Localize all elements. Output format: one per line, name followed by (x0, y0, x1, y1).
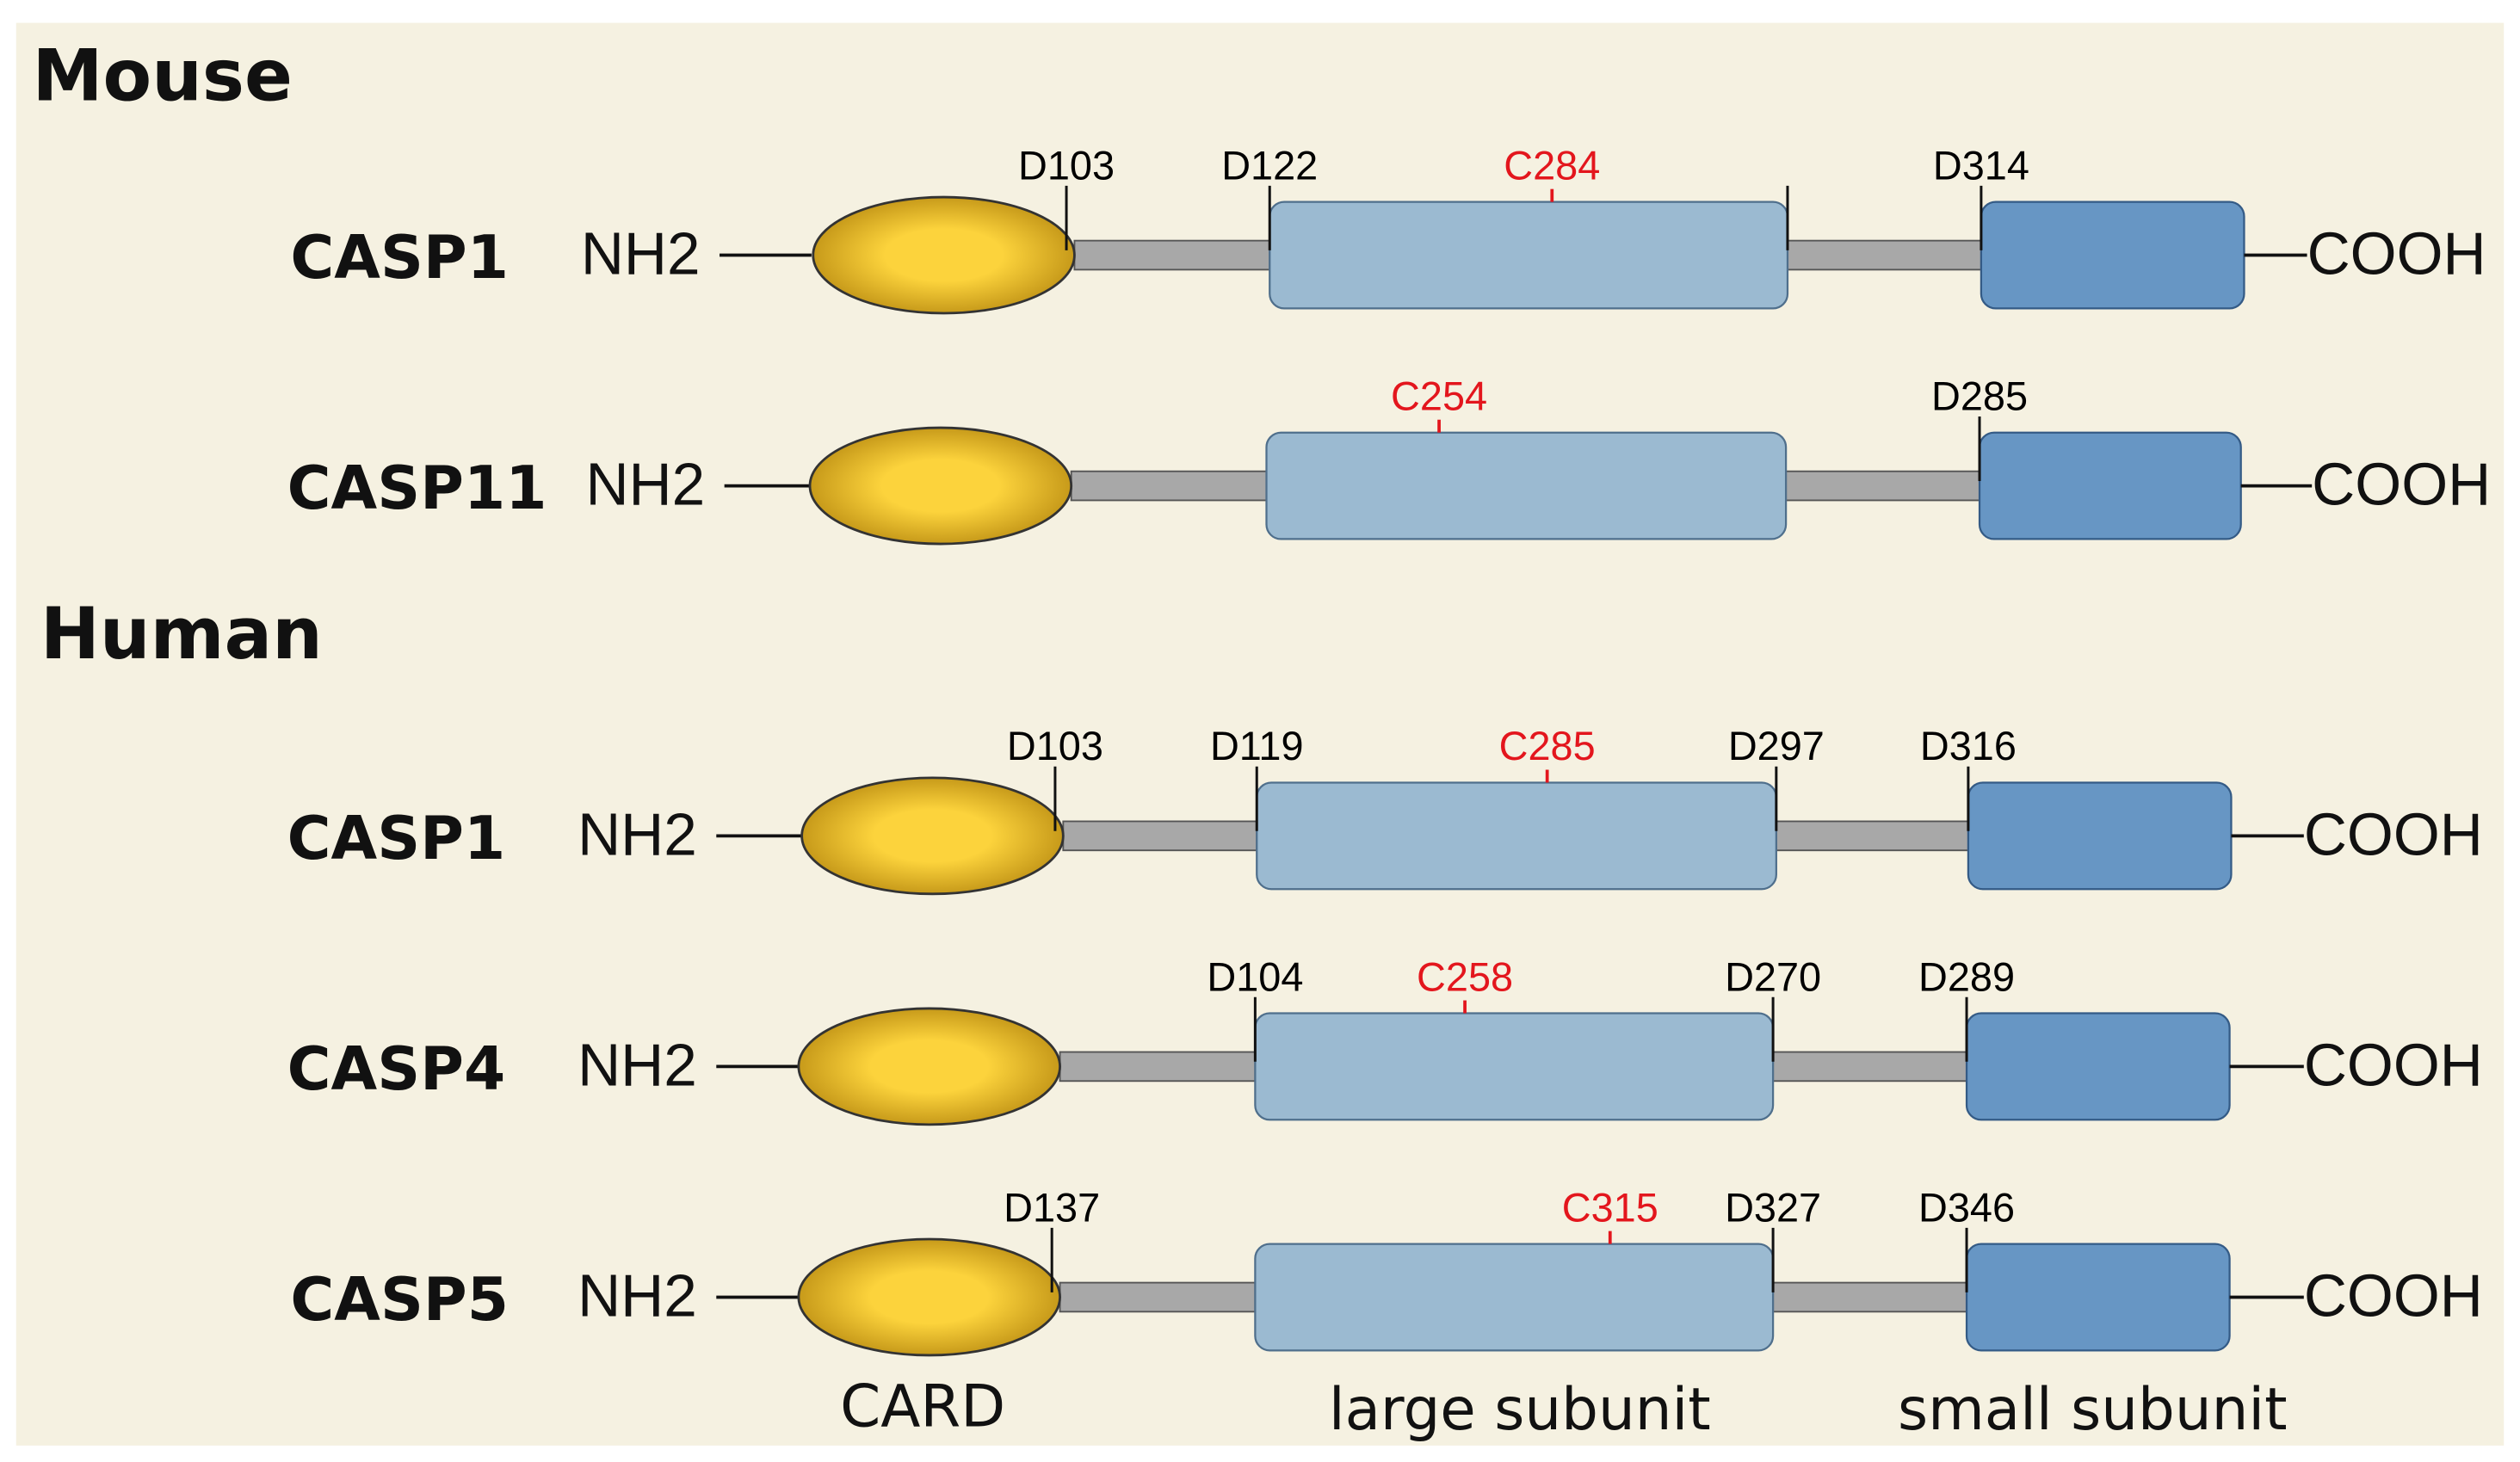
large-subunit (1254, 1012, 1775, 1121)
linker-1 (1070, 470, 1268, 502)
active-site-label: C285 (1499, 724, 1596, 768)
large-subunit (1256, 781, 1777, 891)
linker-1 (1062, 820, 1258, 852)
cleavage-site-label: D327 (1725, 1185, 1821, 1230)
linker-2 (1772, 1281, 1967, 1313)
cleavage-site-label: D297 (1728, 724, 1825, 768)
small-subunit (1965, 1012, 2231, 1121)
active-site-label: C315 (1562, 1185, 1658, 1230)
protein-name: CASP11 (287, 454, 547, 523)
card-domain (808, 426, 1073, 546)
cleavage-site-label: D119 (1210, 724, 1304, 768)
section-title-human: Human (40, 593, 323, 675)
large-subunit (1265, 431, 1788, 540)
cleavage-site-label: D289 (1918, 954, 2015, 999)
cleavage-site-label: D270 (1725, 954, 1821, 999)
protein-name: CASP4 (287, 1035, 506, 1104)
cleavage-site-label: D316 (1920, 724, 2017, 768)
cleavage-site-label: D103 (1018, 143, 1115, 188)
cleavage-site-label: D346 (1918, 1185, 2015, 1230)
card-domain (797, 1007, 1061, 1126)
section-title-mouse: Mouse (32, 35, 292, 118)
small-subunit (1965, 1243, 2231, 1352)
active-site-label: C254 (1391, 373, 1487, 418)
cleavage-site-label: D103 (1007, 724, 1103, 768)
small-subunit (1980, 200, 2245, 310)
linker-2 (1785, 470, 1980, 502)
n-terminus-label: NH2 (581, 220, 701, 287)
large-subunit (1254, 1243, 1775, 1352)
linker-1 (1073, 239, 1271, 271)
card-domain (812, 195, 1076, 315)
n-terminus-label: NH2 (585, 451, 705, 518)
linker-2 (1772, 1051, 1967, 1083)
n-terminus-label: NH2 (578, 800, 697, 867)
small-subunit (1967, 781, 2233, 891)
legend-card-label: CARD (840, 1372, 1005, 1440)
legend-large-subunit-label: large subunit (1329, 1375, 1711, 1443)
card-domain (800, 776, 1065, 896)
protein-name: CASP1 (290, 224, 509, 293)
linker-1 (1059, 1051, 1257, 1083)
protein-row-casp1: CASP1 NH2 COOH D103 D122 C284 D314 (290, 143, 2486, 315)
c-terminus-label: COOH (2304, 800, 2483, 867)
domain-legend: CARD large subunit small subunit (840, 1372, 2287, 1443)
protein-row-casp1: CASP1 NH2 COOH D103 D119 C285 D297 D316 (287, 724, 2483, 896)
linker-1 (1059, 1281, 1257, 1313)
protein-row-casp11: CASP11 NH2 COOH C254 D285 (287, 373, 2491, 546)
cleavage-site-label: D314 (1933, 143, 2029, 188)
cleavage-site-label: D122 (1221, 143, 1318, 188)
c-terminus-label: COOH (2307, 220, 2486, 287)
protein-row-casp4: CASP4 NH2 COOH D104 C258 D270 D289 (287, 954, 2483, 1126)
c-terminus-label: COOH (2304, 1031, 2483, 1098)
cleavage-site-label: D137 (1004, 1185, 1100, 1230)
card-domain (797, 1237, 1061, 1357)
linker-2 (1775, 820, 1969, 852)
c-terminus-label: COOH (2312, 451, 2491, 518)
cleavage-site-label: D104 (1207, 954, 1303, 999)
active-site-label: C258 (1417, 954, 1513, 999)
n-terminus-label: NH2 (578, 1262, 697, 1329)
active-site-label: C284 (1504, 143, 1600, 188)
protein-name: CASP1 (287, 805, 506, 873)
protein-row-casp5: CASP5 NH2 COOH D137 C315 D327 D346 (290, 1185, 2483, 1357)
legend-small-subunit-label: small subunit (1898, 1375, 2288, 1443)
small-subunit (1978, 431, 2242, 540)
large-subunit (1269, 200, 1789, 310)
linker-2 (1787, 239, 1982, 271)
protein-name: CASP5 (290, 1266, 509, 1335)
n-terminus-label: NH2 (578, 1031, 697, 1098)
cleavage-site-label: D285 (1931, 373, 2028, 418)
c-terminus-label: COOH (2304, 1262, 2483, 1329)
